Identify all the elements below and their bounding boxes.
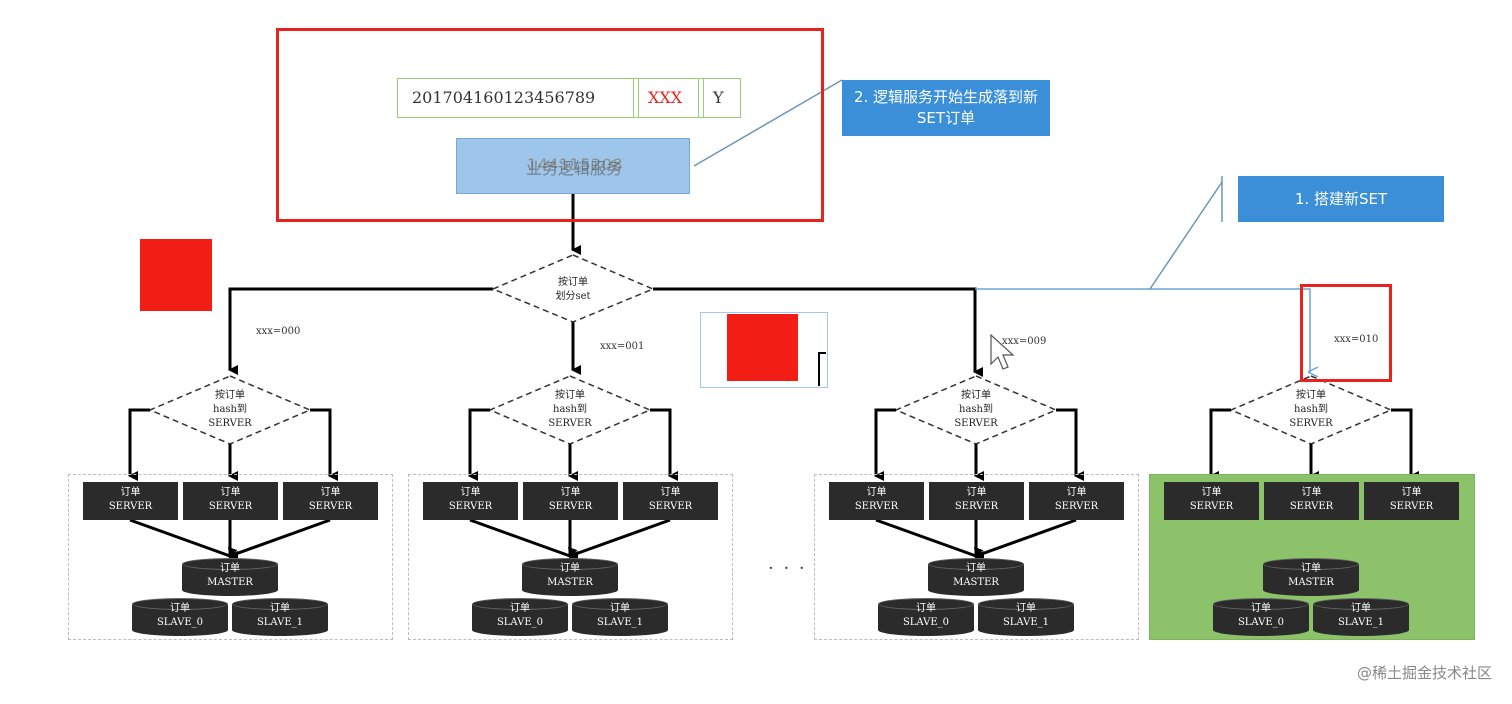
router-diamond <box>491 254 655 323</box>
arrow-set-000 <box>228 287 493 375</box>
red-marker-square-2 <box>727 314 798 381</box>
set-box <box>408 474 733 640</box>
order-id-y: Y <box>713 88 724 107</box>
arrow-to-server <box>874 408 896 481</box>
cursor-icon <box>990 334 1015 370</box>
set-box <box>68 474 393 640</box>
arrow-to-master <box>129 518 238 558</box>
arrow-to-master <box>228 518 331 566</box>
arrow-to-server <box>1391 408 1419 481</box>
callout-step1: 1. 搭建新SET <box>1238 176 1444 222</box>
arrow-to-server <box>1209 408 1231 481</box>
client-region <box>276 28 824 222</box>
set-label-010: xxx=010 <box>1334 334 1379 345</box>
set-label-009: xxx=009 <box>1002 336 1047 347</box>
arrow-to-server <box>128 408 150 481</box>
set-label-001: xxx=001 <box>600 341 645 352</box>
callout-step2: 2. 逻辑服务开始生成落到新SET订单 <box>842 80 1050 136</box>
arrow-set-010 <box>975 288 1310 372</box>
arrow-to-master <box>974 518 1077 566</box>
ellipsis: · · · <box>768 558 807 579</box>
arrow-to-server <box>650 408 678 481</box>
service-overlay-number: 144115208 <box>526 155 624 174</box>
new-set-highlight <box>1300 284 1392 382</box>
callout2-pointer <box>693 79 843 167</box>
arrow-to-server <box>310 408 338 481</box>
router-label: 按订单划分set <box>555 277 591 302</box>
order-id-value: 201704160123456789 <box>412 88 596 107</box>
arrow-to-server <box>468 408 490 481</box>
order-id-bar: 201704160123456789 XXX Y <box>397 78 741 118</box>
arrow-to-master <box>568 518 671 566</box>
arrow-to-master <box>875 518 984 558</box>
red-marker-square <box>140 239 212 311</box>
watermark: @稀土掘金技术社区 <box>1356 664 1492 682</box>
order-id-xxx: XXX <box>648 88 683 107</box>
service-label: 业务逻辑服务 <box>525 159 622 178</box>
set-label-000: xxx=000 <box>256 326 301 337</box>
arrow-to-server <box>1056 408 1084 481</box>
callout1-pointer <box>1149 181 1223 290</box>
business-logic-service: 144115208 业务逻辑服务 <box>456 138 690 194</box>
set-box <box>814 474 1139 640</box>
arrow-to-master <box>469 518 578 558</box>
